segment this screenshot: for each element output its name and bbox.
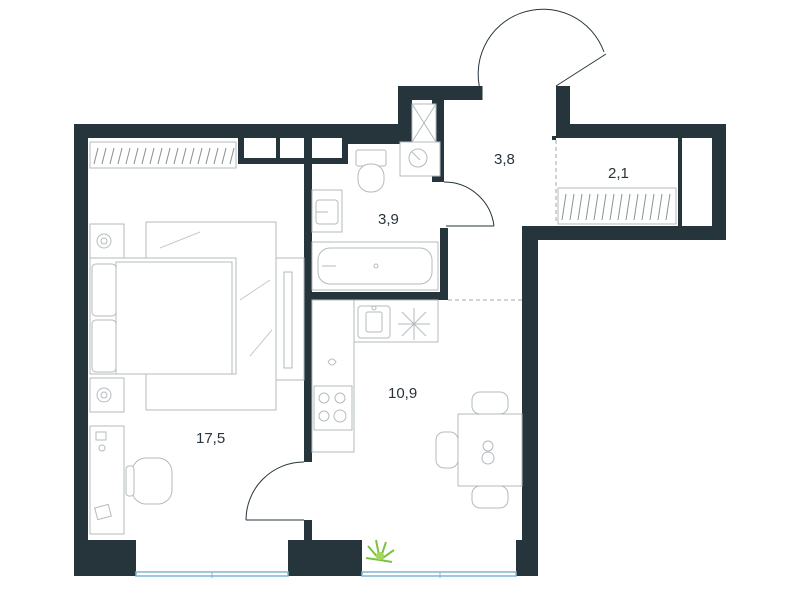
hatch-line [205, 147, 211, 165]
hatch-line [101, 147, 107, 165]
bathtub-icon [311, 241, 439, 291]
kitchen-sink-icon [357, 305, 391, 339]
room-area-storage: 2,1 [608, 165, 629, 182]
toilet-icon [355, 149, 387, 193]
hatch-line [197, 147, 203, 165]
doors [245, 8, 607, 521]
hatch-line [641, 193, 647, 221]
room-area-bathroom: 3,9 [378, 211, 399, 228]
hatch-line [609, 193, 615, 221]
hatch-line [569, 193, 575, 221]
tv-unit [275, 257, 305, 381]
hatch-line [181, 147, 187, 165]
hatch-line [665, 193, 671, 221]
hatch-line [625, 193, 631, 221]
bed-icon [89, 221, 277, 413]
hatch-line [109, 147, 115, 165]
wardrobe [89, 141, 237, 169]
outer-walls [74, 86, 726, 576]
interior-walls [238, 136, 682, 540]
hatch-line [585, 193, 591, 221]
hatch-line [117, 147, 123, 165]
hatch-line [93, 147, 99, 165]
hatch-line [593, 193, 599, 221]
hatch-line [133, 147, 139, 165]
plant-icon [365, 539, 395, 563]
hatch-line [149, 147, 155, 165]
ventilation-icon [398, 308, 430, 340]
desk-chair-icon [89, 425, 173, 535]
hatch-line [657, 193, 663, 221]
hatch-line [125, 147, 131, 165]
hatch-line [561, 193, 567, 221]
hatch-line [141, 147, 147, 165]
room-area-hall: 3,8 [494, 151, 515, 168]
room-area-bedroom: 17,5 [196, 430, 225, 447]
washing-machine-icon [399, 103, 441, 177]
hatch-line [221, 147, 227, 165]
windows [135, 571, 517, 578]
hatch-line [649, 193, 655, 221]
hatch-line [189, 147, 195, 165]
hatch-line [213, 147, 219, 165]
sink-icon [311, 189, 343, 233]
hatch-line [617, 193, 623, 221]
stove-icon [313, 358, 353, 431]
storage-shelf [555, 140, 677, 225]
hatch-line [633, 193, 639, 221]
hatch-line [229, 147, 235, 165]
room-area-kitchen: 10,9 [388, 385, 417, 402]
hatch-line [577, 193, 583, 221]
dining-table-icon [435, 391, 523, 509]
hatch-line [165, 147, 171, 165]
hatch-line [157, 147, 163, 165]
hatch-line [601, 193, 607, 221]
hatch-line [173, 147, 179, 165]
